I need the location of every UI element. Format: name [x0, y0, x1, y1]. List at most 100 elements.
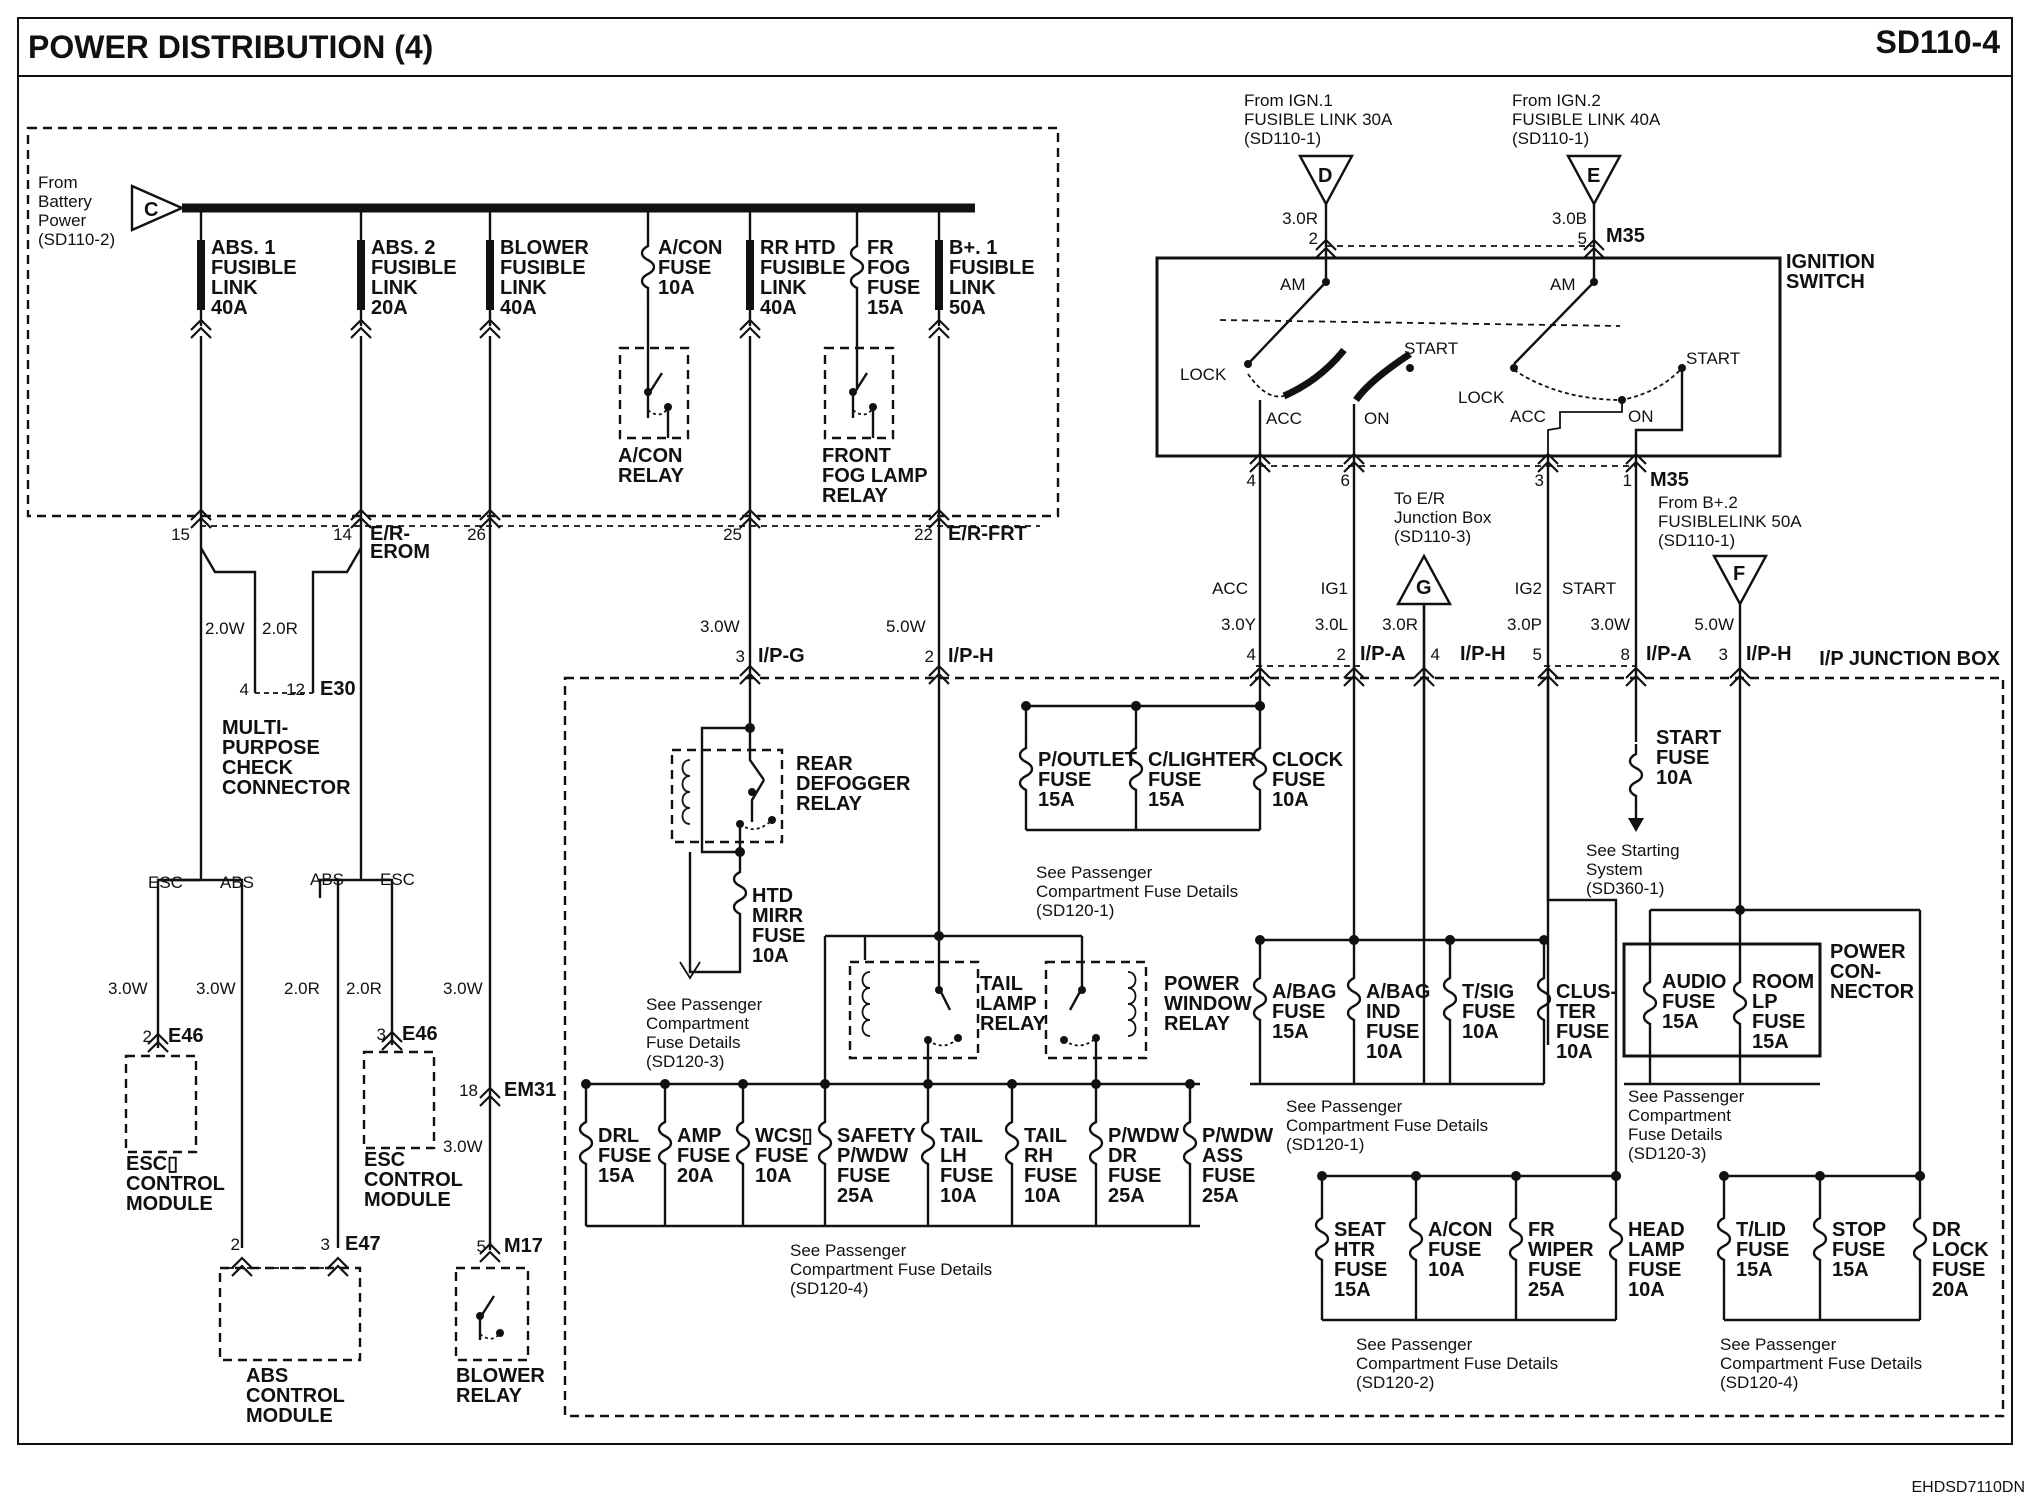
power-connector-label: POWER	[1830, 941, 1906, 963]
junction-dot	[820, 1079, 830, 1089]
fuse-label: FUSE	[1462, 1001, 1515, 1023]
svg-text:I/P-A: I/P-A	[1646, 643, 1692, 665]
er-fuse-label: LINK	[500, 277, 547, 299]
svg-text:26: 26	[467, 525, 486, 544]
blower-relay-label: BLOWER	[456, 1365, 545, 1387]
svg-text:4: 4	[1247, 471, 1256, 490]
junction-dot	[1915, 1171, 1925, 1181]
fuse-label: FUSE	[1932, 1259, 1985, 1281]
tail-lamp-relay-label: LAMP	[980, 993, 1037, 1015]
fuse-label: FUSE	[1628, 1259, 1681, 1281]
see-passenger-note: See Passenger	[1036, 863, 1153, 882]
rear-defogger-relay-label: RELAY	[796, 793, 863, 815]
power-connector-box	[1622, 942, 1822, 1058]
fuse-label: 20A	[1932, 1279, 1969, 1301]
see-passenger-note: (SD120-4)	[1720, 1373, 1798, 1392]
junction-dot	[660, 1079, 670, 1089]
fuse-label: 15A	[1736, 1259, 1773, 1281]
fuse-label: A/BAG	[1272, 981, 1336, 1003]
from-ign2-label: (SD110-1)	[1512, 129, 1589, 148]
right-fuse-banks: P/OUTLETFUSE15AC/LIGHTERFUSE15ACLOCKFUSE…	[1018, 701, 1989, 1320]
fuse-label: FUSE	[1024, 1165, 1077, 1187]
fuse-label: 10A	[755, 1165, 792, 1187]
fuse-label: CLUS-	[1556, 981, 1617, 1003]
er-fuse-label: 40A	[500, 297, 537, 319]
fuse-label: FUSE	[940, 1165, 993, 1187]
er-fuse-label: 50A	[949, 297, 986, 319]
fuse-label: FUSE	[1334, 1259, 1387, 1281]
footer-code: EHDSD7110DN	[1911, 1479, 2025, 1496]
fuse-label: TER	[1556, 1001, 1597, 1023]
junction-dot	[1539, 935, 1549, 945]
from-b2-label: FUSIBLELINK 50A	[1658, 512, 1802, 531]
fuse-label: 15A	[1334, 1279, 1371, 1301]
start-fuse-label: 10A	[1656, 767, 1693, 789]
see-passenger-note: Compartment Fuse Details	[790, 1260, 992, 1279]
power-window-relay-label: POWER	[1164, 973, 1240, 995]
svg-text:IG1: IG1	[1321, 579, 1348, 598]
fuse-label: A/CON	[1428, 1219, 1492, 1241]
start-fuse-label: FUSE	[1656, 747, 1709, 769]
fuse-label: FUSE	[1528, 1259, 1581, 1281]
page-title: POWER DISTRIBUTION (4)	[28, 29, 433, 65]
svg-text:2: 2	[925, 647, 934, 666]
fuse-label: FUSE	[1556, 1021, 1609, 1043]
fuse-label: TAIL	[940, 1125, 983, 1147]
see-passenger-note: See Passenger	[646, 995, 763, 1014]
see-passenger-note: See Passenger	[1628, 1087, 1745, 1106]
er-fuse-label: LINK	[760, 277, 807, 299]
acon-relay-label: RELAY	[618, 465, 685, 487]
junction-dot	[1611, 1171, 1621, 1181]
svg-text:5.0W: 5.0W	[886, 617, 926, 636]
fuse-label: 15A	[598, 1165, 635, 1187]
svg-text:E30: E30	[320, 678, 356, 700]
see-passenger-note: See Passenger	[790, 1241, 907, 1260]
fuse-label: FUSE	[1736, 1239, 1789, 1261]
svg-text:2.0W: 2.0W	[205, 619, 245, 638]
svg-text:2: 2	[1309, 229, 1318, 248]
fuse-label: T/LID	[1736, 1219, 1786, 1241]
tail-lamp-relay	[848, 960, 980, 1060]
fuse-label: P/OUTLET	[1038, 749, 1137, 771]
junction-dot	[1719, 1171, 1729, 1181]
svg-text:2.0R: 2.0R	[262, 619, 298, 638]
from-ign1-label: From IGN.1	[1244, 91, 1333, 110]
fuse-label: IND	[1366, 1001, 1400, 1023]
er-fuse-label: 40A	[760, 297, 797, 319]
see-starting-note: (SD360-1)	[1586, 879, 1664, 898]
svg-text:AM: AM	[1280, 275, 1306, 294]
fuse-label: 25A	[837, 1185, 874, 1207]
see-passenger-note: Compartment Fuse Details	[1720, 1354, 1922, 1373]
see-passenger-note: Compartment Fuse Details	[1286, 1116, 1488, 1135]
svg-text:F: F	[1733, 563, 1745, 585]
acon-relay-label: A/CON	[618, 445, 682, 467]
er-fuse-label: 10A	[658, 277, 695, 299]
fuse-label: DR	[1108, 1145, 1137, 1167]
esc-control-module-label: CONTROL	[126, 1173, 225, 1195]
esc-control-module-label: ESC▯	[126, 1153, 178, 1175]
svg-text:18: 18	[459, 1081, 478, 1100]
multi-purpose-check-connector-label: PURPOSE	[222, 737, 320, 759]
fuse-label: 25A	[1108, 1185, 1145, 1207]
junction-dot	[1255, 935, 1265, 945]
connector-f-symbol	[1711, 554, 1769, 607]
svg-text:ESC: ESC	[380, 870, 415, 889]
header: POWER DISTRIBUTION (4) SD110-4	[17, 17, 2013, 77]
er-fuse-label: 15A	[867, 297, 904, 319]
svg-text:25: 25	[723, 525, 742, 544]
er-fuse-label: ABS. 1	[211, 237, 275, 259]
fuse-label: FUSE	[837, 1165, 890, 1187]
junction-dot	[1349, 935, 1359, 945]
fuse-label: 10A	[1272, 789, 1309, 811]
fuse-label: FUSE	[1662, 991, 1715, 1013]
